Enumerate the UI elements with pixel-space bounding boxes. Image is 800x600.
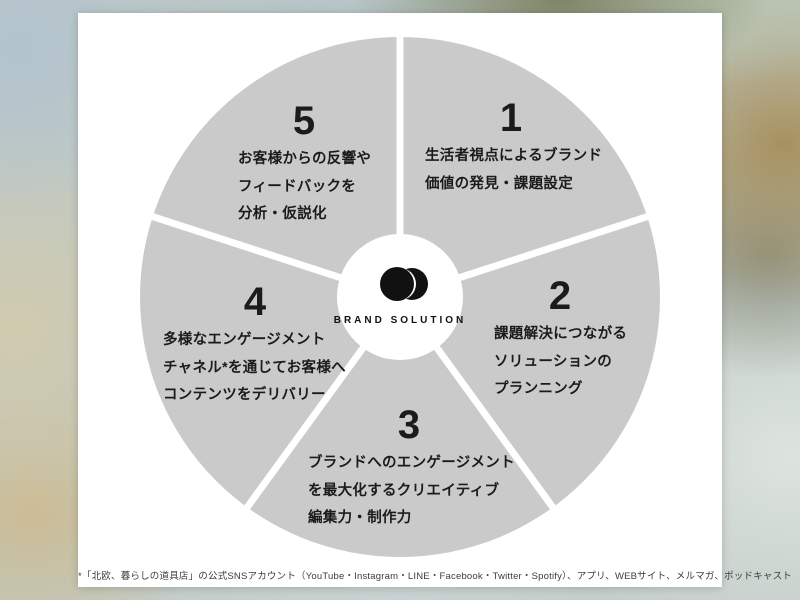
segment-1-text-line: 価値の発見・課題設定 <box>425 175 573 192</box>
segment-2-text-line: 課題解決につながる <box>494 326 628 342</box>
segment-4-text-line: 多様なエンゲージメント <box>163 332 326 348</box>
segment-2-text-line: プランニング <box>494 381 583 397</box>
brand-logo-icon <box>380 267 428 301</box>
segment-2-text-line: ソリューションの <box>494 353 613 370</box>
segment-4-number: 4 <box>243 280 267 324</box>
segment-1-number: 1 <box>499 96 523 140</box>
segment-5-text-line: フィードバックを <box>238 178 357 195</box>
segment-5-text-line: 分析・仮説化 <box>238 206 327 222</box>
segment-4-text-line: チャネル*を通じてお客様へ <box>163 359 346 376</box>
footnote: *「北欧、暮らしの道具店」の公式SNSアカウント（YouTube・Instagr… <box>78 571 793 582</box>
segment-3-text-line: を最大化するクリエイティブ <box>308 482 500 499</box>
brand-label: BRAND SOLUTION <box>333 315 467 326</box>
segment-3-number: 3 <box>397 403 421 447</box>
slide-card: BRAND SOLUTION 1 生活者視点によるブランド 価値の発見・課題設定… <box>78 13 793 587</box>
segment-5-number: 5 <box>292 99 316 143</box>
segment-5-text-line: お客様からの反響や <box>238 151 372 167</box>
segment-4: 4 多様なエンゲージメント チャネル*を通じてお客様へ コンテンツをデリバリー <box>163 280 347 410</box>
segment-1-text-line: 生活者視点によるブランド <box>425 148 603 164</box>
segment-2-number: 2 <box>548 274 572 318</box>
segment-3-text-line: ブランドへのエンゲージメント <box>308 455 515 471</box>
segment-3-text-line: 編集力・制作力 <box>308 510 412 526</box>
process-wheel <box>140 25 660 557</box>
segment-3: 3 ブランドへのエンゲージメント を最大化するクリエイティブ 編集力・制作力 <box>308 403 515 533</box>
segment-2: 2 課題解決につながる ソリューションの プランニング <box>494 274 628 404</box>
segment-4-text-line: コンテンツをデリバリー <box>163 387 326 403</box>
segment-1: 1 生活者視点によるブランド 価値の発見・課題設定 <box>425 96 603 198</box>
segment-5: 5 お客様からの反響や フィードバックを 分析・仮説化 <box>238 99 372 229</box>
